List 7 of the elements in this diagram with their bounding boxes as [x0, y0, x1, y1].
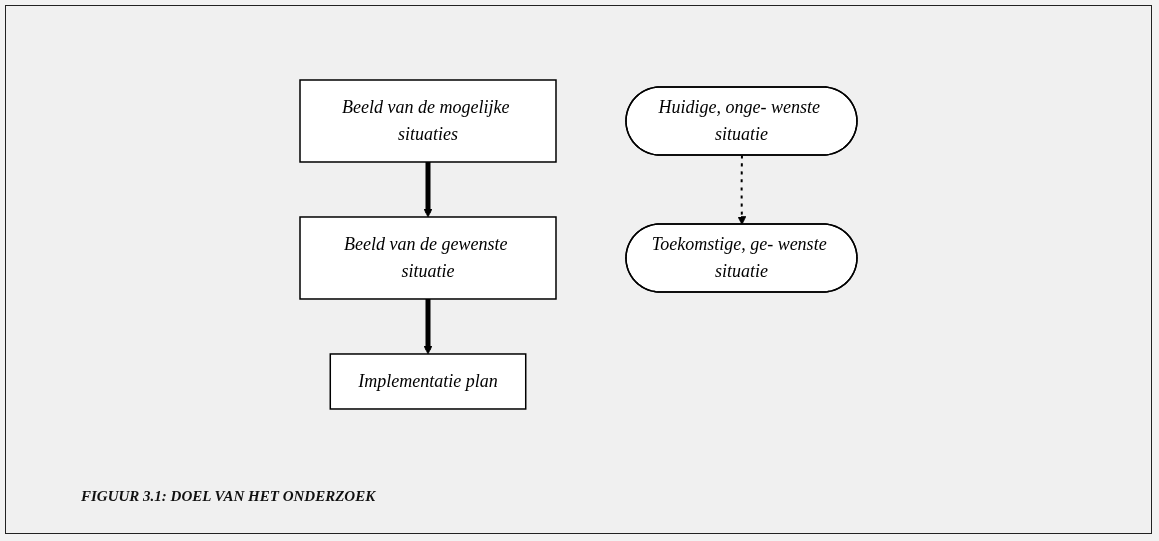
node-box: Implementatie plan: [329, 352, 527, 410]
node-box: Beeld van de gewenste situatie: [299, 215, 557, 300]
arrow: [423, 298, 433, 354]
figure-caption: FIGUUR 3.1: DOEL VAN HET ONDERZOEK: [81, 488, 376, 505]
arrow: [423, 161, 433, 217]
node-box: Beeld van de mogelijke situaties: [299, 78, 557, 163]
arrow: [737, 154, 747, 225]
